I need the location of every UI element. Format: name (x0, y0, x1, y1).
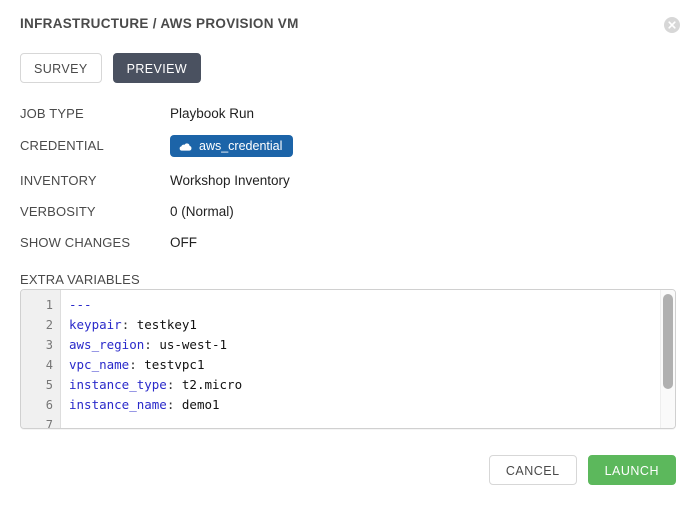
modal-footer: CANCEL LAUNCH (0, 455, 695, 514)
footer-button-group: CANCEL LAUNCH (488, 455, 676, 485)
code-line (69, 415, 675, 428)
modal-header: INFRASTRUCTURE / AWS PROVISION VM (0, 0, 695, 44)
yaml-sep: : (121, 317, 137, 332)
detail-label-inventory: INVENTORY (20, 173, 97, 188)
editor-vertical-scrollbar[interactable] (660, 290, 675, 428)
yaml-value: t2.micro (181, 377, 243, 392)
yaml-sep: : (166, 377, 182, 392)
credential-badge[interactable]: aws_credential (170, 135, 294, 157)
yaml-value: demo1 (181, 397, 220, 412)
line-number: 1 (45, 298, 53, 312)
line-number: 5 (45, 378, 53, 392)
line-number: 7 (45, 418, 53, 429)
yaml-sep: : (144, 337, 160, 352)
yaml-value: testvpc1 (144, 357, 205, 372)
editor-code-area[interactable]: --- keypair: testkey1 aws_region: us-wes… (61, 290, 675, 428)
detail-row-show-changes: SHOW CHANGES OFF (20, 233, 640, 253)
detail-row-inventory: INVENTORY Workshop Inventory (20, 171, 640, 191)
detail-value-verbosity: 0 (Normal) (170, 204, 234, 219)
credential-badge-label: aws_credential (199, 139, 283, 153)
page-title: INFRASTRUCTURE / AWS PROVISION VM (20, 16, 299, 31)
detail-row-verbosity: VERBOSITY 0 (Normal) (20, 202, 640, 222)
detail-label-verbosity: VERBOSITY (20, 204, 96, 219)
detail-value-inventory: Workshop Inventory (170, 173, 290, 188)
cloud-icon (179, 142, 192, 151)
yaml-doc-marker: --- (69, 297, 92, 312)
detail-label-job-type: JOB TYPE (20, 106, 84, 121)
launch-button[interactable]: LAUNCH (587, 455, 676, 485)
code-line: aws_region: us-west-1 (69, 335, 675, 355)
line-number: 4 (45, 358, 53, 372)
yaml-sep: : (129, 357, 145, 372)
yaml-value: us-west-1 (159, 337, 228, 352)
editor-line-numbers: 1 2 3 4 5 6 7 (21, 290, 61, 428)
detail-row-credential: CREDENTIAL aws_credential (20, 135, 640, 157)
yaml-key: instance_type (69, 377, 167, 392)
detail-label-show-changes: SHOW CHANGES (20, 235, 131, 250)
job-detail-list: JOB TYPE Playbook Run CREDENTIAL aws_cre… (20, 104, 640, 264)
close-icon[interactable] (664, 17, 680, 33)
yaml-sep: : (166, 397, 182, 412)
tab-survey[interactable]: SURVEY (20, 53, 102, 83)
line-number: 3 (45, 338, 53, 352)
yaml-key: aws_region (69, 337, 145, 352)
code-line: instance_type: t2.micro (69, 375, 675, 395)
yaml-key: vpc_name (69, 357, 130, 372)
yaml-value: testkey1 (136, 317, 197, 332)
extra-variables-editor[interactable]: 1 2 3 4 5 6 7 --- keypair: testkey1 aws_… (20, 289, 676, 429)
detail-value-job-type: Playbook Run (170, 106, 255, 121)
detail-row-job-type: JOB TYPE Playbook Run (20, 104, 640, 124)
code-line: --- (69, 295, 675, 315)
cancel-button[interactable]: CANCEL (488, 455, 577, 485)
line-number: 2 (45, 318, 53, 332)
detail-value-show-changes: OFF (170, 235, 197, 250)
tab-preview[interactable]: PREVIEW (112, 53, 202, 83)
extra-variables-label: EXTRA VARIABLES (20, 272, 140, 287)
scrollbar-thumb[interactable] (663, 294, 673, 389)
code-line: keypair: testkey1 (69, 315, 675, 335)
line-number: 6 (45, 398, 53, 412)
detail-label-credential: CREDENTIAL (20, 138, 104, 153)
code-line: instance_name: demo1 (69, 395, 675, 415)
yaml-key: keypair (69, 317, 122, 332)
modal-tabs: SURVEY PREVIEW (20, 53, 202, 83)
yaml-key: instance_name (69, 397, 167, 412)
code-line: vpc_name: testvpc1 (69, 355, 675, 375)
